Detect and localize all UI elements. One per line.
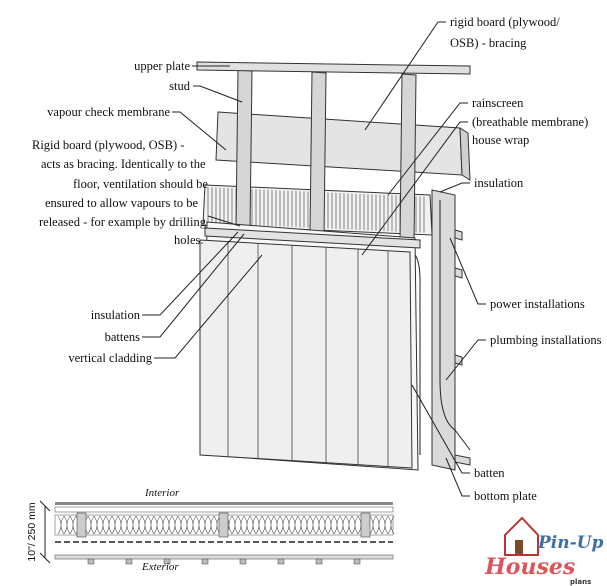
insulation-loop (147, 515, 155, 535)
insulation-loop (243, 515, 251, 535)
logo-line1: Pin-Up (537, 533, 603, 553)
insulation-loop (321, 515, 329, 535)
wall-section (39, 500, 395, 565)
insulation-loop (93, 515, 101, 535)
section-batten (87, 558, 95, 565)
insulation-loop (183, 515, 191, 535)
studs (235, 69, 417, 244)
batten-horizontal (204, 227, 421, 249)
label-rigid-board-1: rigid board (plywood/ (450, 15, 560, 29)
section-batten (201, 558, 209, 565)
insulation-loop (123, 515, 131, 535)
label-rainscreen-1: rainscreen (472, 96, 524, 110)
label-insulation-right: insulation (474, 176, 524, 190)
insulation-loop (327, 515, 335, 535)
section-batten (315, 558, 323, 565)
rigid-board-back (215, 111, 463, 176)
insulation-loop (315, 515, 323, 535)
section-batten (353, 558, 361, 565)
label-exterior: Exterior (141, 561, 179, 573)
insulation-loop (339, 515, 347, 535)
label-interior: Interior (144, 487, 180, 499)
insulation-loop (105, 515, 113, 535)
note-line-3: floor, ventilation should be (73, 177, 208, 191)
rigid-board-right (459, 127, 471, 181)
insulation-loop (387, 515, 395, 535)
label-stud: stud (169, 79, 191, 93)
insulation-loop (195, 515, 203, 535)
insulation-loop (189, 515, 197, 535)
label-battens: battens (105, 330, 141, 344)
note-line-1: Rigid board (plywood, OSB) - (32, 138, 184, 152)
section-batten (163, 558, 171, 565)
insulation-loop (87, 515, 95, 535)
label-batten: batten (474, 466, 505, 480)
pin-up-houses-logo: Pin-Up Houses plans (484, 516, 603, 586)
insulation-loop (57, 515, 65, 535)
insulation-loop (267, 515, 275, 535)
insulation-loop (141, 515, 149, 535)
insulation-loop (63, 515, 71, 535)
insulation-loop (297, 515, 305, 535)
insulation-loop (177, 515, 185, 535)
leader-lines (142, 21, 486, 497)
section-batten (277, 558, 285, 565)
dimension-label: 10"/ 250 mm (26, 502, 38, 561)
insulation-loop (249, 515, 257, 535)
label-power: power installations (490, 297, 585, 311)
insulation-loop (135, 515, 143, 535)
label-rainscreen-2: (breathable membrane) (472, 115, 588, 129)
insulation-loop (255, 515, 263, 535)
plumbing-pipe (439, 200, 471, 451)
insulation-loop (345, 515, 353, 535)
insulation-loop (291, 515, 299, 535)
insulation-loop (159, 515, 167, 535)
side-battens (431, 189, 471, 471)
section-batten (125, 558, 133, 565)
section-batten (239, 558, 247, 565)
insulation-loop (201, 515, 209, 535)
insulation-loop (303, 515, 311, 535)
note-line-2: acts as bracing. Identically to the (41, 157, 206, 171)
insulation-loop (381, 515, 389, 535)
insulation-loop (309, 515, 317, 535)
insulation-loop (273, 515, 281, 535)
vertical-cladding (199, 239, 413, 469)
label-rigid-board-2: OSB) - bracing (450, 36, 527, 50)
label-bottom-plate: bottom plate (474, 489, 537, 503)
insulation-loop (333, 515, 341, 535)
label-vertical-cladding: vertical cladding (68, 351, 152, 365)
logo-line2: Houses (484, 554, 575, 580)
insulation-loop (351, 515, 359, 535)
note-line-4: ensured to allow vapours to be (45, 196, 199, 210)
insulation-loop (261, 515, 269, 535)
insulation-loop (111, 515, 119, 535)
insulation-loop (117, 515, 125, 535)
insulation-loop (129, 515, 137, 535)
insulation-loop (171, 515, 179, 535)
insulation-loop (369, 515, 377, 535)
insulation-loop (207, 515, 215, 535)
insulation-loop (153, 515, 161, 535)
insulation-loop (69, 515, 77, 535)
label-upper-plate: upper plate (134, 59, 190, 73)
insulation-loop (375, 515, 383, 535)
label-plumbing: plumbing installations (490, 333, 602, 347)
insulation-loop (279, 515, 287, 535)
insulation-loop (165, 515, 173, 535)
insulation-loop (231, 515, 239, 535)
insulation-loop (99, 515, 107, 535)
note-line-6: holes. (174, 233, 204, 247)
insulation-loop (237, 515, 245, 535)
label-rainscreen-3: house wrap (472, 133, 529, 147)
insulation-loop (285, 515, 293, 535)
note-line-5: released - for example by drilling (39, 215, 207, 229)
label-insulation-left: insulation (91, 308, 141, 322)
upper-plate (196, 61, 471, 75)
logo-line3: plans (570, 578, 591, 586)
label-vapour-check: vapour check membrane (47, 105, 170, 119)
